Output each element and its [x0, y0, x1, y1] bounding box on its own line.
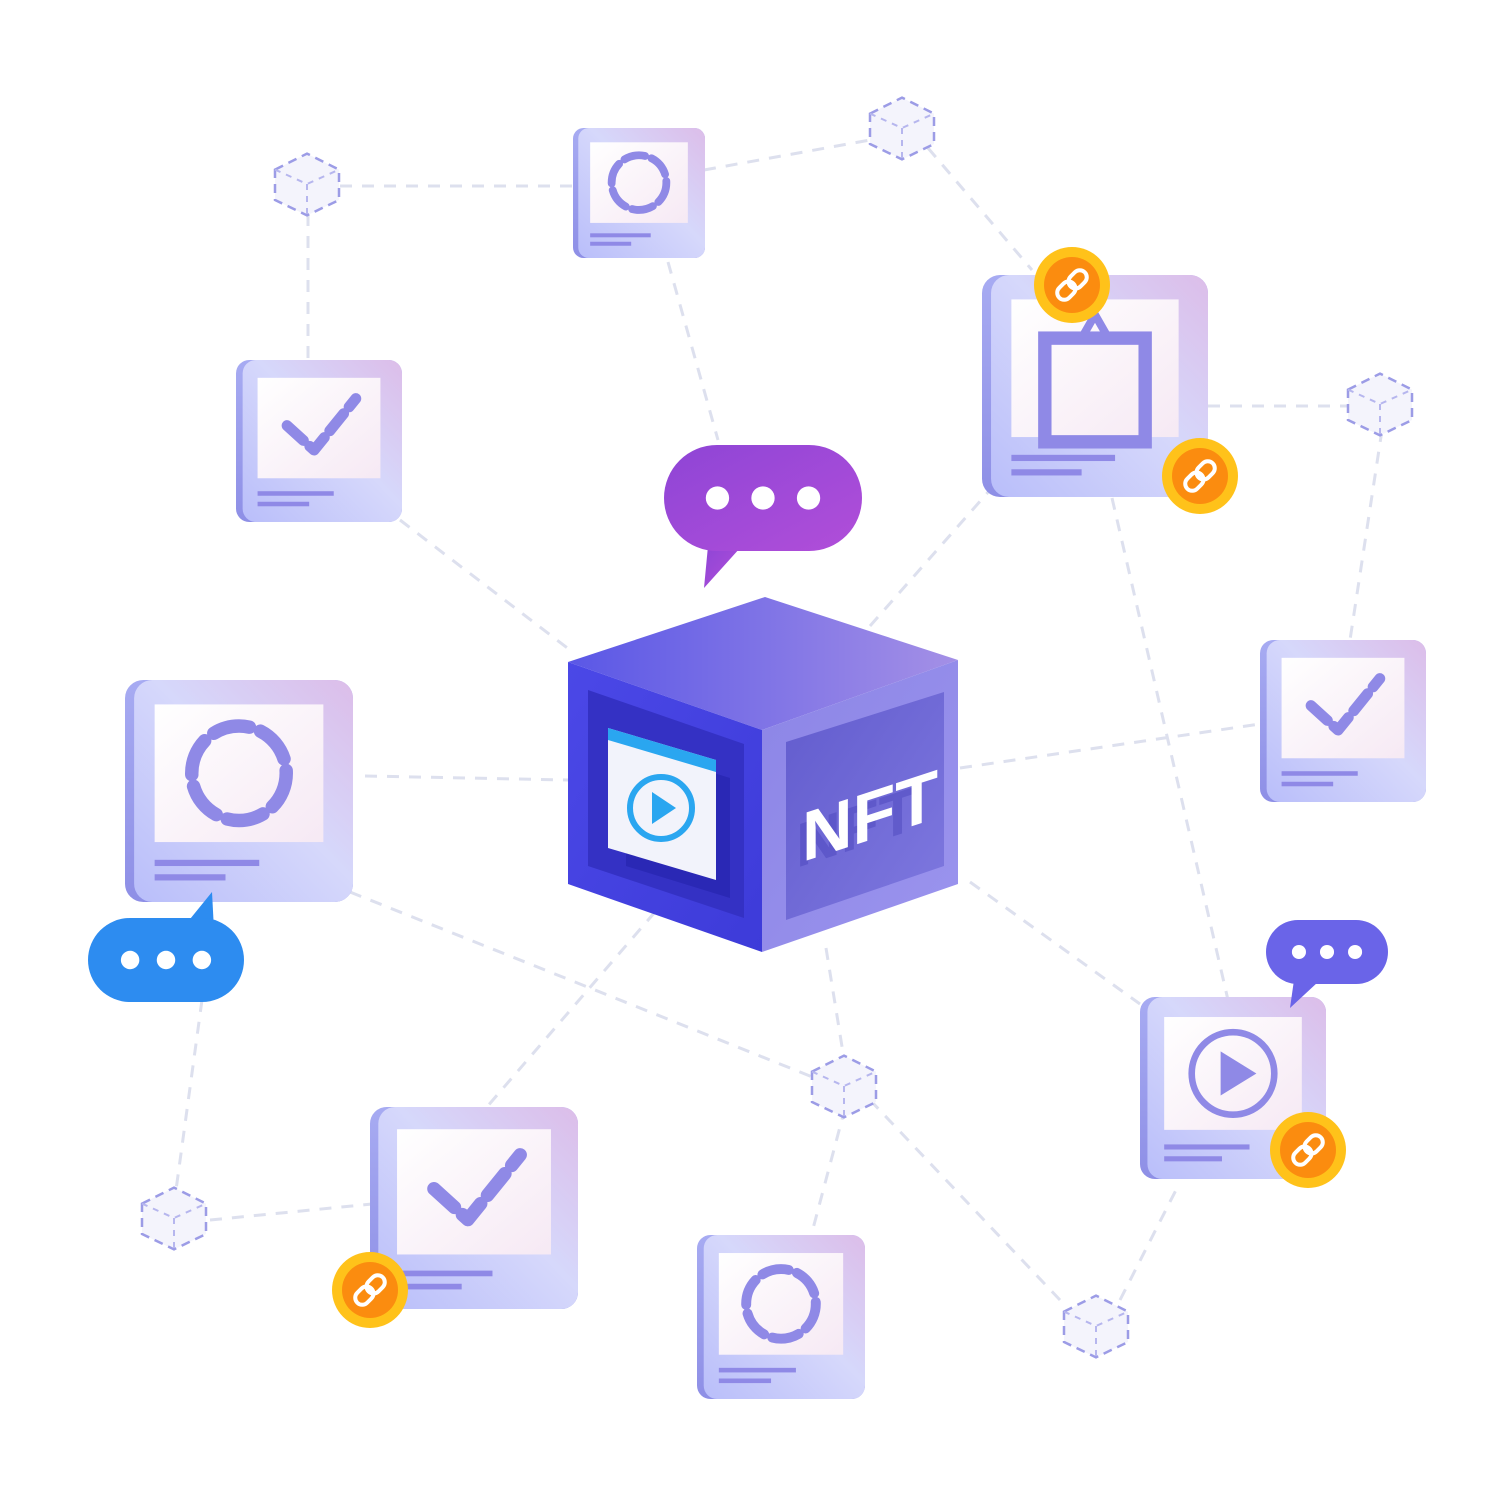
- connector-lines: [174, 138, 1384, 1302]
- connector-line: [364, 774, 569, 782]
- bubble-dot: [1291, 944, 1306, 960]
- card-screen: [257, 377, 381, 479]
- card-text-line: [718, 1378, 772, 1384]
- link-icon: [1055, 268, 1089, 302]
- blockchain-cube-icon: [868, 96, 936, 161]
- connector-line: [1348, 429, 1384, 641]
- card-text-line: [154, 859, 260, 867]
- link-coin-icon: [1270, 1112, 1346, 1188]
- card-screen: [1281, 657, 1405, 759]
- link-icon: [1183, 459, 1217, 493]
- connector-line: [349, 890, 821, 1082]
- connector-line: [969, 880, 1141, 1006]
- blockchain-cube-icon: [140, 1186, 208, 1251]
- card-text-line: [1281, 771, 1358, 776]
- card-text-line: [718, 1367, 796, 1373]
- connector-line: [868, 489, 992, 627]
- blockchain-nodes: [140, 96, 1414, 1359]
- check-icon: [281, 393, 362, 456]
- play-icon: [1188, 1028, 1278, 1119]
- check-icon: [1305, 673, 1386, 736]
- link-coins: [332, 247, 1346, 1328]
- nft-card: [1260, 640, 1426, 802]
- card-text-line: [397, 1283, 462, 1290]
- connector-line: [1118, 1189, 1178, 1301]
- card-text-line: [257, 491, 334, 496]
- video-window: [608, 728, 730, 898]
- connector-line: [868, 1098, 1062, 1302]
- nft-card: [697, 1235, 865, 1399]
- chat-bubble-icon: [88, 892, 244, 1002]
- cube-side-panel: [786, 692, 944, 920]
- card-text-line: [154, 874, 226, 881]
- card-text-line: [590, 241, 632, 246]
- connector-line: [666, 261, 720, 441]
- link-coin-icon: [332, 1252, 408, 1328]
- blockchain-cube-icon: [273, 152, 341, 217]
- connector-line: [926, 147, 1034, 271]
- ring-icon: [607, 151, 671, 214]
- check-icon: [427, 1148, 527, 1227]
- connector-line: [959, 722, 1261, 770]
- bubble-dot: [156, 950, 176, 970]
- chat-bubble-icon: [1266, 920, 1388, 1008]
- connector-line: [484, 911, 657, 1109]
- connector-line: [824, 947, 847, 1066]
- connector-line: [174, 999, 204, 1191]
- connector-line: [209, 1202, 373, 1222]
- card-text-line: [590, 233, 651, 238]
- blockchain-cube-icon: [1346, 372, 1414, 437]
- card-text-line: [257, 501, 310, 507]
- chat-bubble-icon: [664, 445, 862, 588]
- card-text-line: [397, 1270, 493, 1277]
- play-icon: [652, 792, 676, 824]
- bubble-dot: [1348, 944, 1363, 960]
- card-text-line: [1164, 1156, 1222, 1162]
- bubble-dot: [796, 486, 821, 510]
- blockchain-cube-icon: [1062, 1294, 1130, 1359]
- nft-card: [982, 275, 1208, 497]
- card-text-line: [1281, 781, 1334, 787]
- chat-bubbles: [88, 445, 1388, 1008]
- link-coin-icon: [1034, 247, 1110, 323]
- blockchain-cube-icon: [810, 1054, 878, 1119]
- connector-line: [808, 1107, 847, 1241]
- nft-cube: NFT NFT: [568, 597, 958, 952]
- bubble-dot: [120, 950, 140, 970]
- card-text-line: [1164, 1144, 1250, 1150]
- cube-top-face: [568, 597, 958, 730]
- ring-icon: [741, 1264, 821, 1344]
- card-text-line: [1011, 469, 1082, 476]
- bubble-dot: [705, 486, 730, 510]
- card-screen: [397, 1129, 551, 1255]
- nft-cards: [125, 128, 1426, 1399]
- nft-card: [236, 360, 402, 522]
- link-icon: [353, 1273, 387, 1307]
- card-text-line: [1011, 454, 1116, 462]
- bubble-dot: [1319, 944, 1335, 960]
- nft-card: [125, 680, 353, 902]
- connector-line: [1110, 497, 1230, 1001]
- ring-icon: [185, 719, 293, 828]
- bubble-dot: [751, 486, 775, 510]
- nft-card: [370, 1107, 578, 1309]
- link-icon: [1291, 1133, 1325, 1167]
- connector-line: [703, 138, 871, 172]
- link-coin-icon: [1162, 438, 1238, 514]
- connector-line: [399, 518, 571, 652]
- nft-card: [573, 128, 705, 258]
- bubble-dot: [192, 950, 212, 970]
